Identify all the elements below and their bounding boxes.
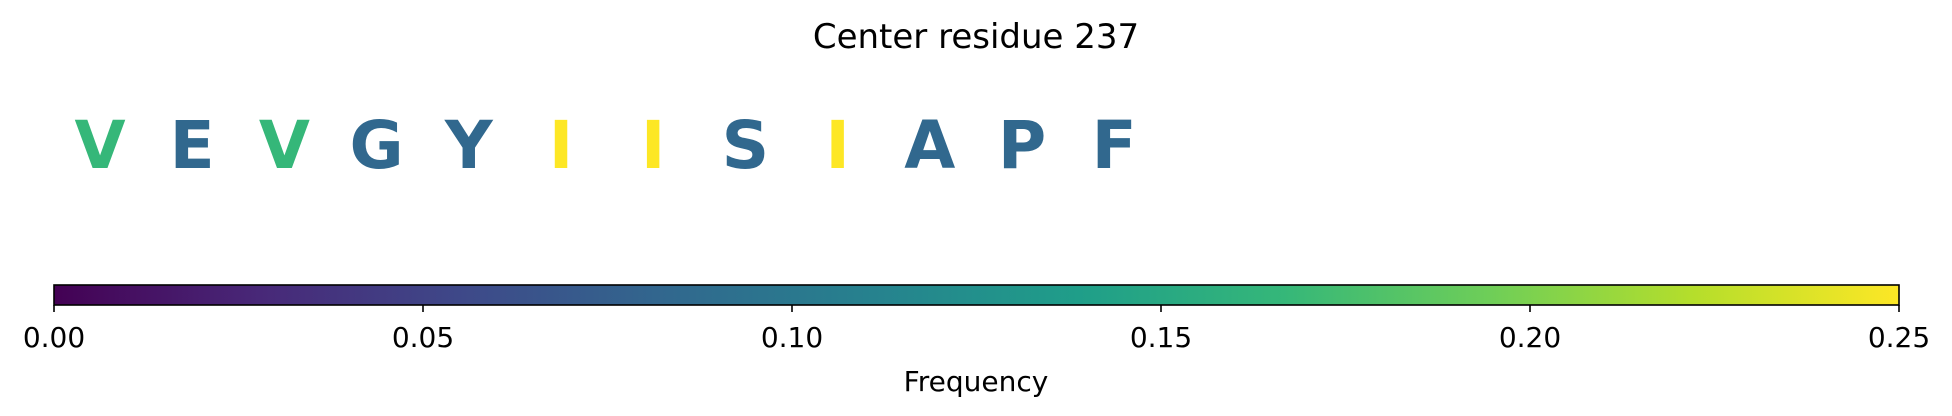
residue-letter-a: A [904,107,955,184]
residue-letter-f: F [1092,107,1137,184]
residue-letter-g: G [350,107,404,184]
residue-letter-e: E [170,107,215,184]
colorbar-tick-label: 0.15 [1130,321,1192,354]
residue-letter-v: V [74,107,125,184]
colorbar-ticks: 0.00 0.05 0.10 0.15 0.20 0.25 [23,305,1930,354]
residue-letter-p: P [998,107,1046,184]
colorbar: 0.00 0.05 0.10 0.15 0.20 0.25 Frequency [23,284,1930,398]
colorbar-tick-label: 0.00 [23,321,85,354]
colorbar-tick-label: 0.20 [1499,321,1561,354]
colorbar-label: Frequency [904,365,1049,398]
residue-letter-i: I [549,107,574,184]
colorbar-bar [53,284,1900,306]
colorbar-tick-label: 0.25 [1868,321,1930,354]
residue-letter-s: S [722,107,770,184]
residue-letter-v: V [259,107,310,184]
residue-letter-i: I [641,107,666,184]
colorbar-tick-label: 0.05 [392,321,454,354]
residue-letter-i: I [825,107,850,184]
residue-letter-y: Y [444,107,494,184]
chart-title: Center residue 237 [813,17,1139,57]
colorbar-tick-label: 0.10 [761,321,823,354]
